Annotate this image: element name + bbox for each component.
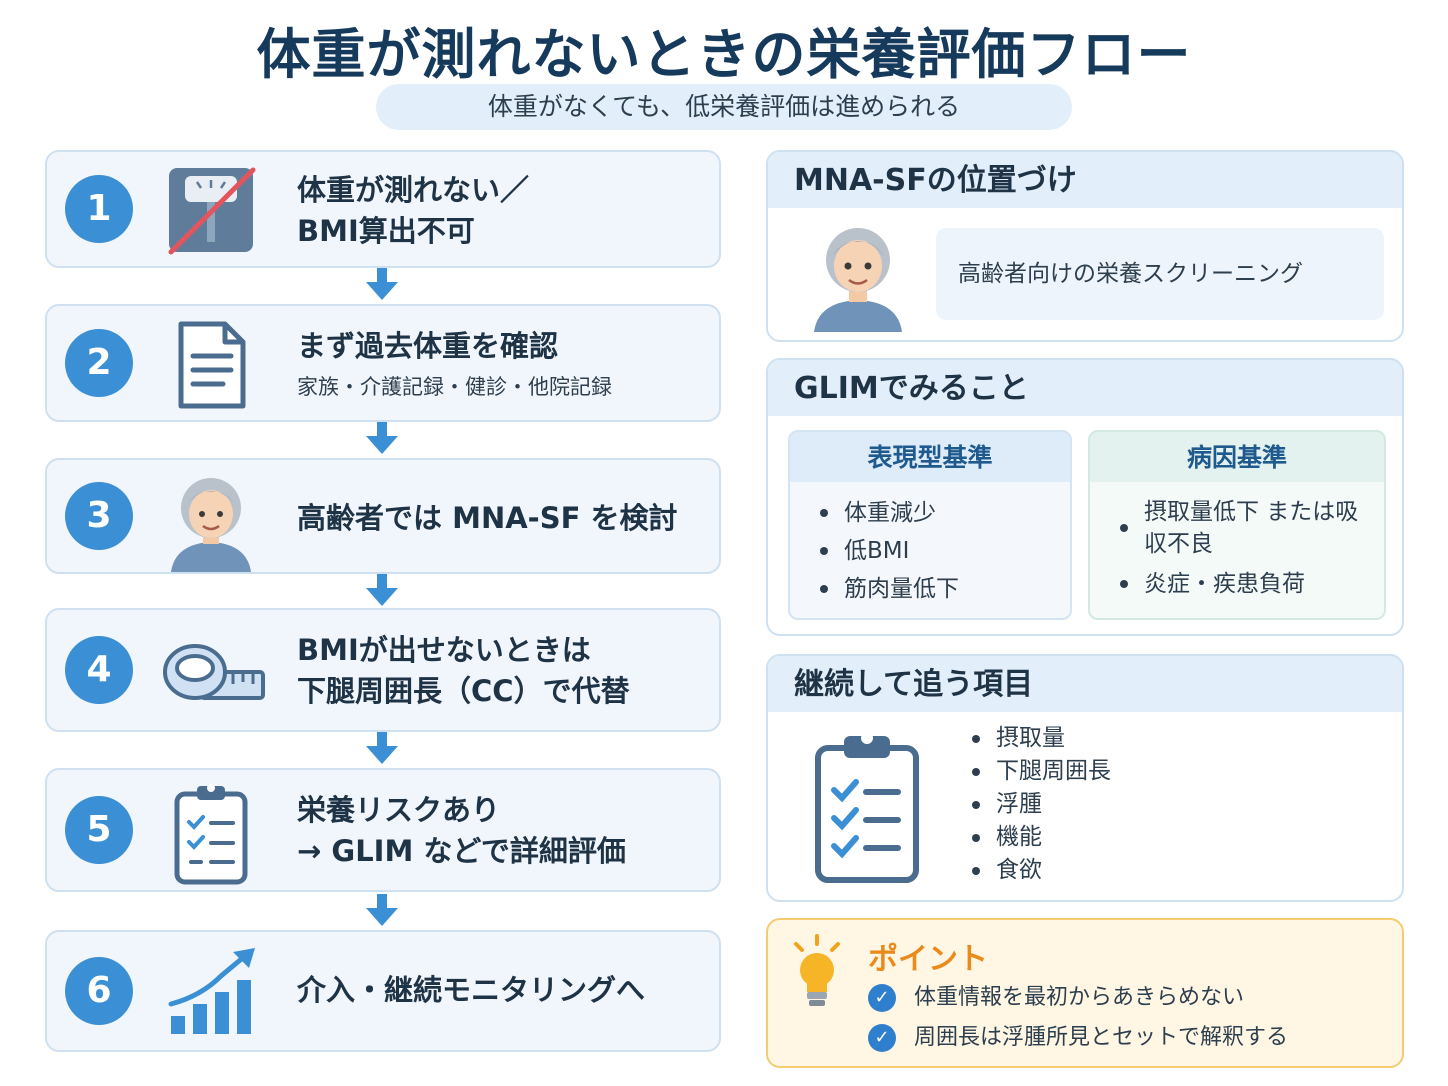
glim-heading: GLIMでみること [768,360,1402,416]
tape-measure-icon [161,628,265,724]
step-2-line1: まず過去体重を確認 [297,329,559,363]
step-number: 4 [65,636,133,704]
point-panel: ポイント ✓ 体重情報を最初からあきらめない ✓ 周囲長は浮腫所見とセットで解釈… [766,918,1404,1068]
flow-step-1: 1 体重が測れない／ BMI算出不可 [45,150,721,268]
step-number: 5 [65,796,133,864]
list-item: 機能 [968,821,1111,854]
list-item: 摂取量 [968,722,1111,755]
list-item: 摂取量低下 または吸収不良 [1116,496,1364,560]
flow-step-4: 4 BMIが出せないときは 下腿周囲長（CC）で代替 [45,608,721,732]
elderly-person-icon [161,468,261,572]
list-item: 筋肉量低下 [816,570,959,608]
step-4-line1: BMIが出せないときは [297,633,591,667]
etiology-criteria-list: 摂取量低下 または吸収不良 炎症・疾患負荷 [1116,496,1364,600]
mna-sf-description-box: 高齢者向けの栄養スクリーニング [936,228,1384,320]
flow-arrow-down-icon [362,420,402,458]
follow-up-heading: 継続して追う項目 [768,656,1402,712]
etiology-criteria-box: 病因基準 摂取量低下 または吸収不良 炎症・疾患負荷 [1088,430,1386,620]
step-4-line2: 下腿周囲長（CC）で代替 [297,674,630,709]
phenotype-criteria-box: 表現型基準 体重減少 低BMI 筋肉量低下 [788,430,1072,620]
growth-chart-icon [161,946,261,1042]
list-item: 低BMI [816,532,959,570]
step-6-line1: 介入・継続モニタリングへ [297,973,646,1007]
step-number: 1 [65,175,133,243]
step-2-sub: 家族・介護記録・健診・他院記録 [297,375,612,400]
page-title: 体重が測れないときの栄養評価フロー [256,23,1192,86]
mna-sf-panel: MNA-SFの位置づけ 高齢者向けの栄養スクリーニング [766,150,1404,342]
list-item: 体重減少 [816,494,959,532]
follow-up-list: 摂取量 下腿周囲長 浮腫 機能 食欲 [968,722,1111,887]
point-item-text: 周囲長は浮腫所見とセットで解釈する [914,1025,1289,1050]
flow-arrow-down-icon [362,892,402,930]
list-item: 食欲 [968,854,1111,887]
step-1-line2: BMI算出不可 [297,214,475,249]
step-5-line1: 栄養リスクあり [297,793,501,827]
flow-arrow-down-icon [362,572,402,610]
check-circle-icon: ✓ [868,984,896,1012]
step-number: 2 [65,329,133,397]
step-number: 3 [65,482,133,550]
clipboard-checklist-icon [161,780,261,885]
point-heading: ポイント [868,942,988,977]
step-5-line2: → GLIM などで詳細評価 [297,834,626,869]
phenotype-criteria-title: 表現型基準 [790,432,1070,482]
mna-sf-description: 高齢者向けの栄養スクリーニング [958,261,1303,287]
glim-panel: GLIMでみること 表現型基準 体重減少 低BMI 筋肉量低下 病因基準 摂取量… [766,358,1404,636]
document-icon [161,318,261,414]
flow-arrow-down-icon [362,730,402,768]
flow-step-2: 2 まず過去体重を確認 家族・介護記録・健診・他院記録 [45,304,721,422]
step-3-line1: 高齢者では MNA-SF を検討 [297,501,678,535]
follow-up-panel: 継続して追う項目 摂取量 下腿周囲長 浮腫 機能 食欲 [766,654,1404,902]
step-1-line1: 体重が測れない／ [297,173,530,207]
elderly-person-icon [808,218,908,336]
step-number: 6 [65,957,133,1025]
point-item-text: 体重情報を最初からあきらめない [914,985,1245,1010]
scale-crossed-icon [161,164,261,260]
check-circle-icon: ✓ [868,1024,896,1052]
clipboard-checklist-icon [812,726,922,890]
list-item: 下腿周囲長 [968,755,1111,788]
flow-arrow-down-icon [362,266,402,304]
mna-sf-heading: MNA-SFの位置づけ [768,152,1402,208]
list-item: 炎症・疾患負荷 [1116,568,1364,600]
flow-step-3: 3 高齢者では MNA-SF を検討 [45,458,721,574]
etiology-criteria-title: 病因基準 [1090,432,1384,482]
page-subtitle: 体重がなくても、低栄養評価は進められる [376,84,1072,130]
flow-step-5: 5 栄養リスクあり → GLIM などで詳細評価 [45,768,721,892]
list-item: 浮腫 [968,788,1111,821]
phenotype-criteria-list: 体重減少 低BMI 筋肉量低下 [816,494,959,608]
lightbulb-icon [792,934,842,1016]
flow-step-6: 6 介入・継続モニタリングへ [45,930,721,1052]
